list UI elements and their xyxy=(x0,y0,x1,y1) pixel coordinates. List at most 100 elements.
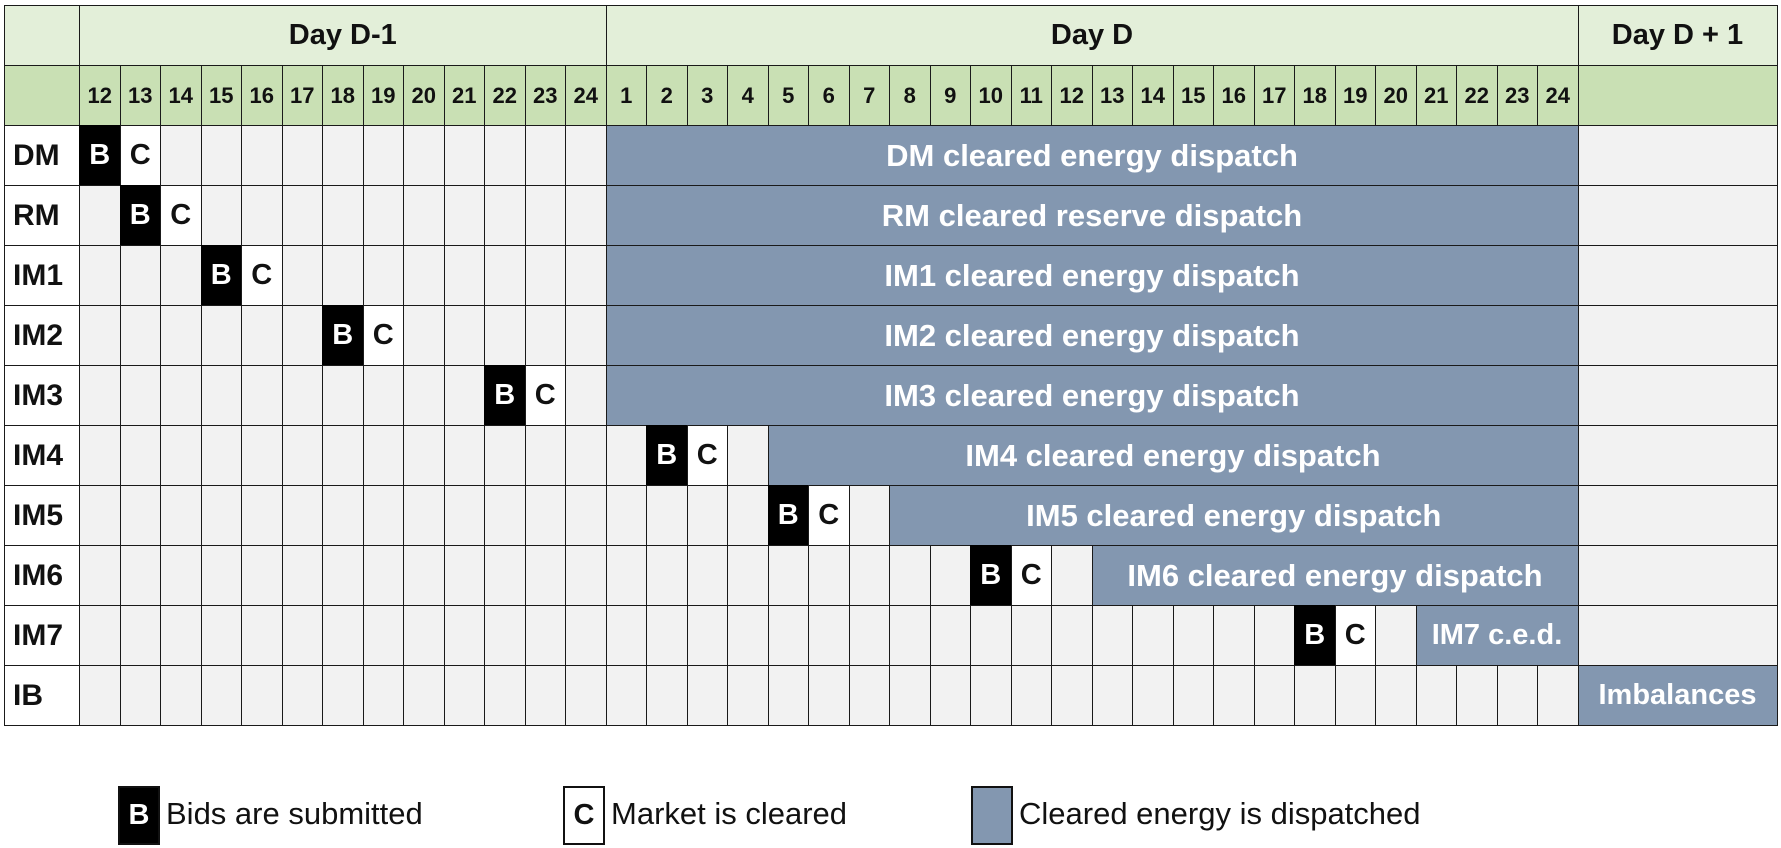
empty-cell xyxy=(403,425,445,486)
empty-cell xyxy=(322,605,364,666)
empty-cell xyxy=(443,545,485,606)
clear-cell: C xyxy=(241,245,283,306)
empty-cell xyxy=(889,545,931,606)
empty-cell xyxy=(565,665,607,726)
empty-cell xyxy=(322,545,364,606)
hour-header: 24 xyxy=(1537,65,1579,126)
empty-cell xyxy=(200,125,242,186)
row-label: IM2 xyxy=(4,305,80,366)
empty-cell xyxy=(322,425,364,486)
empty-cell xyxy=(443,125,485,186)
empty-cell xyxy=(281,185,323,246)
empty-cell xyxy=(524,605,566,666)
hour-header: 11 xyxy=(1010,65,1052,126)
empty-cell xyxy=(362,365,404,426)
empty-cell xyxy=(1091,605,1133,666)
empty-cell xyxy=(403,125,445,186)
legend-swatch-dispatch xyxy=(971,786,1013,845)
empty-cell xyxy=(281,665,323,726)
hour-header: 2 xyxy=(646,65,688,126)
hour-header: 4 xyxy=(727,65,769,126)
empty-cell xyxy=(362,185,404,246)
hour-header: 15 xyxy=(200,65,242,126)
empty-cell xyxy=(565,485,607,546)
empty-cell xyxy=(727,605,769,666)
empty-cell xyxy=(281,125,323,186)
empty-cell xyxy=(200,485,242,546)
empty-cell xyxy=(970,605,1012,666)
empty-cell xyxy=(281,425,323,486)
empty-cell xyxy=(1132,605,1174,666)
row-label: IB xyxy=(4,665,80,726)
empty-cell xyxy=(1010,605,1052,666)
empty-cell xyxy=(200,365,242,426)
empty-cell xyxy=(1253,665,1295,726)
empty-cell xyxy=(119,605,161,666)
empty-cell xyxy=(362,485,404,546)
empty-cell xyxy=(524,305,566,366)
hour-header: 21 xyxy=(443,65,485,126)
empty-cell xyxy=(322,365,364,426)
empty-cell xyxy=(322,245,364,306)
empty-cell xyxy=(565,185,607,246)
bid-cell: B xyxy=(646,425,688,486)
hour-header: 14 xyxy=(160,65,202,126)
empty-cell xyxy=(200,425,242,486)
hour-header: 19 xyxy=(362,65,404,126)
empty-cell xyxy=(727,665,769,726)
empty-cell xyxy=(1294,665,1336,726)
hour-header-next-day xyxy=(1577,65,1778,126)
empty-cell xyxy=(1537,665,1579,726)
empty-cell xyxy=(200,665,242,726)
empty-cell xyxy=(1456,665,1498,726)
hour-header: 22 xyxy=(484,65,526,126)
empty-cell xyxy=(484,605,526,666)
empty-cell xyxy=(1577,125,1778,186)
empty-cell xyxy=(848,605,890,666)
empty-cell xyxy=(686,665,728,726)
empty-cell xyxy=(1132,665,1174,726)
hour-header: 23 xyxy=(1496,65,1538,126)
hour-header: 17 xyxy=(1253,65,1295,126)
empty-cell xyxy=(281,605,323,666)
empty-cell xyxy=(443,305,485,366)
header-corner-hour xyxy=(4,65,80,126)
empty-cell xyxy=(889,665,931,726)
empty-cell xyxy=(1577,605,1778,666)
empty-cell xyxy=(1577,185,1778,246)
empty-cell xyxy=(443,605,485,666)
empty-cell xyxy=(160,245,202,306)
empty-cell xyxy=(200,545,242,606)
empty-cell xyxy=(848,545,890,606)
clear-cell: C xyxy=(119,125,161,186)
empty-cell xyxy=(565,125,607,186)
empty-cell xyxy=(524,485,566,546)
empty-cell xyxy=(1375,605,1417,666)
empty-cell xyxy=(484,665,526,726)
empty-cell xyxy=(160,605,202,666)
empty-cell xyxy=(160,485,202,546)
clear-cell: C xyxy=(1334,605,1376,666)
clear-cell: C xyxy=(160,185,202,246)
empty-cell xyxy=(119,425,161,486)
empty-cell xyxy=(403,485,445,546)
empty-cell xyxy=(848,485,890,546)
hour-header: 20 xyxy=(1375,65,1417,126)
empty-cell xyxy=(241,545,283,606)
empty-cell xyxy=(970,665,1012,726)
empty-cell xyxy=(1577,545,1778,606)
hour-header: 13 xyxy=(1091,65,1133,126)
empty-cell xyxy=(403,185,445,246)
empty-cell xyxy=(403,545,445,606)
empty-cell xyxy=(524,665,566,726)
empty-cell xyxy=(281,305,323,366)
empty-cell xyxy=(605,605,647,666)
hour-header: 21 xyxy=(1415,65,1457,126)
empty-cell xyxy=(605,485,647,546)
empty-cell xyxy=(119,545,161,606)
empty-cell xyxy=(200,305,242,366)
empty-cell xyxy=(443,485,485,546)
empty-cell xyxy=(767,545,809,606)
hour-header: 24 xyxy=(565,65,607,126)
empty-cell xyxy=(160,665,202,726)
